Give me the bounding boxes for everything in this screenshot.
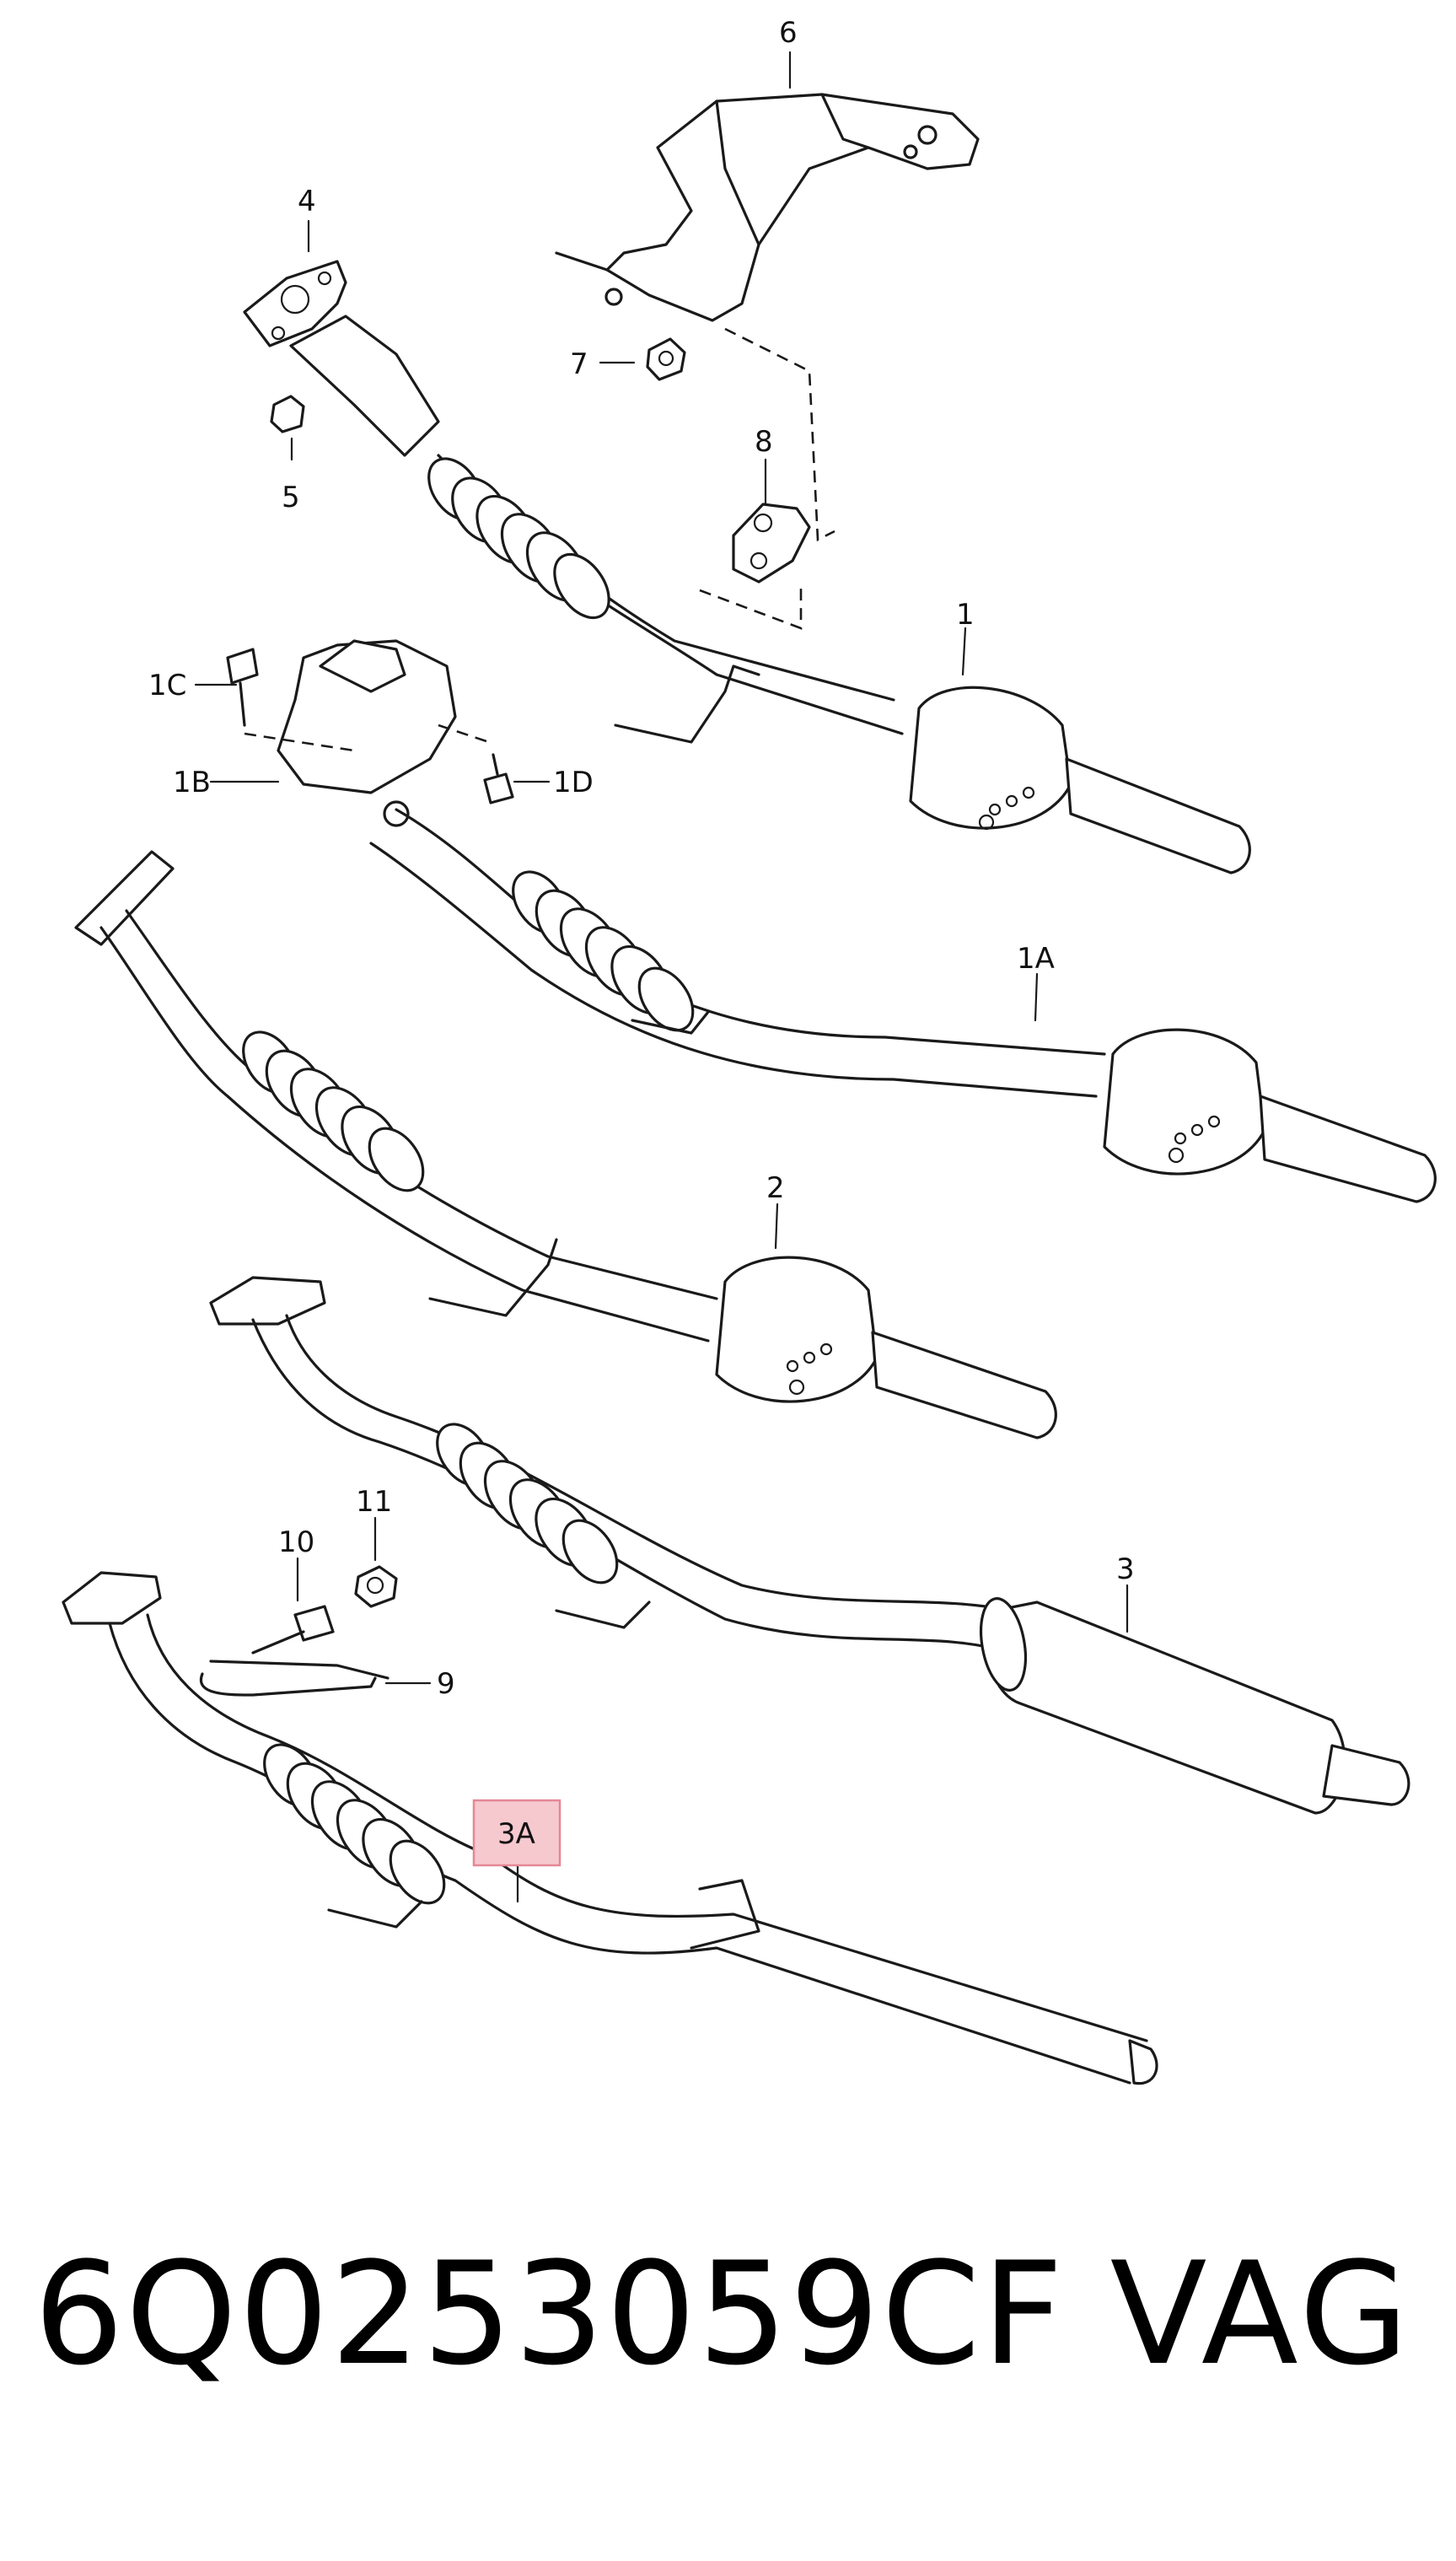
callout-2: 2 (766, 1171, 785, 1205)
pipe-assembly-part-3A (62, 1571, 1158, 2085)
part-number: 6Q0253059CF (34, 2231, 1066, 2397)
nut-part-7 (646, 337, 686, 381)
flex-bellows-2 (242, 1030, 425, 1192)
callout-labels: 6 4 7 5 8 1 1C 1B 1D 1A 2 3 11 10 9 3A (148, 16, 1135, 1851)
clamp-part-9 (199, 1660, 390, 1697)
gasket-part-4 (243, 260, 347, 347)
rubber-mount-part-8 (732, 503, 811, 584)
bolt-part-1D (483, 753, 514, 804)
pipe-assembly-part-2 (74, 850, 1057, 1439)
callout-4: 4 (298, 185, 316, 218)
nut-part-11 (354, 1565, 398, 1608)
callout-1: 1 (956, 598, 975, 632)
callout-1C: 1C (148, 669, 186, 702)
callout-1A: 1A (1017, 942, 1055, 976)
highlight-box-3A (472, 1799, 561, 1867)
pipe-assembly-part-1A (369, 808, 1437, 1203)
brand-label: VAG (1109, 2231, 1412, 2397)
callout-10: 10 (278, 1525, 314, 1559)
callout-5: 5 (282, 481, 300, 514)
callout-7: 7 (570, 347, 588, 381)
flex-bellows-3A (263, 1743, 446, 1905)
nut-part-5 (270, 395, 305, 433)
flex-bellows-1A (512, 870, 695, 1032)
callout-3A: 3A (497, 1817, 535, 1851)
callout-8: 8 (755, 425, 773, 459)
callout-6: 6 (779, 16, 798, 50)
pipe-assembly-part-3 (209, 1276, 1410, 1815)
callout-1B: 1B (173, 766, 211, 799)
pipe-assembly-part-1 (289, 315, 1251, 874)
flex-bellows-3 (436, 1423, 619, 1584)
callout-1D: 1D (553, 766, 594, 799)
bracket-part-6 (555, 93, 980, 322)
bolt-part-10 (251, 1605, 335, 1654)
callout-9: 9 (437, 1667, 455, 1701)
leader-lines (194, 51, 1129, 1903)
callout-11: 11 (356, 1485, 392, 1519)
bolt-part-1C (226, 648, 259, 727)
manifold-part-1B (277, 639, 457, 827)
callout-3: 3 (1116, 1552, 1135, 1586)
flex-bellows-1 (427, 457, 610, 620)
